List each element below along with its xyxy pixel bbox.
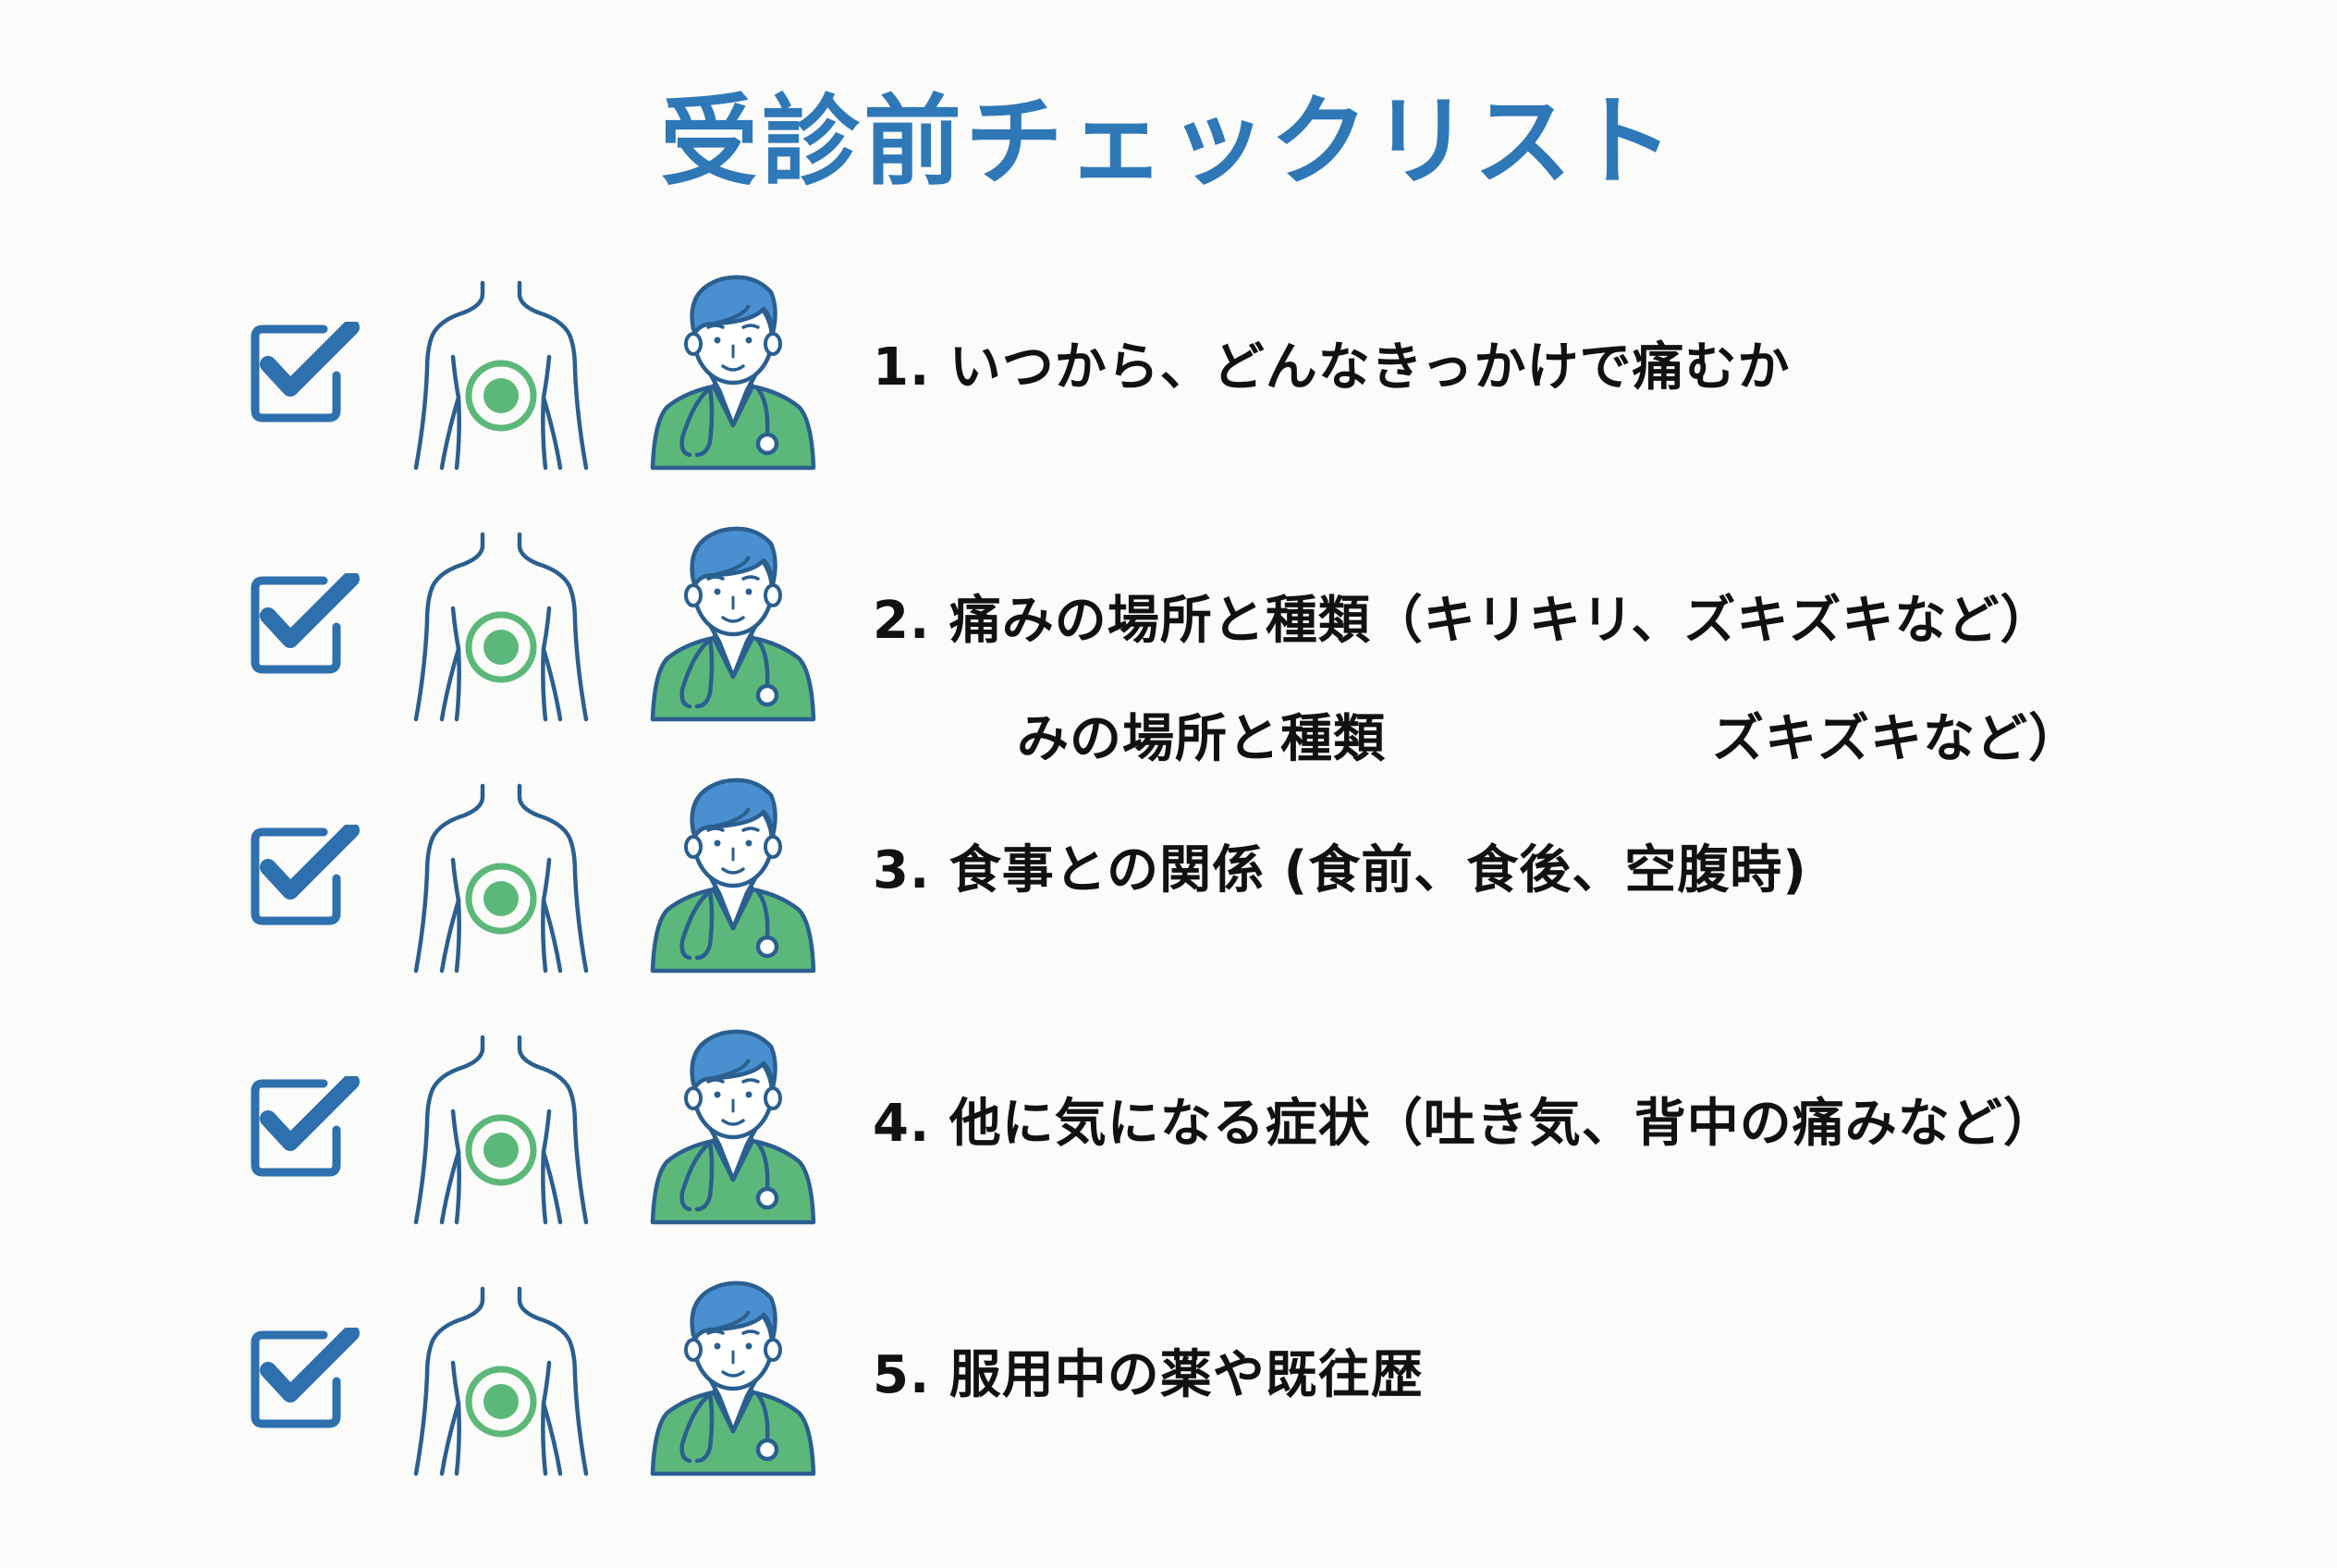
checkbox-checked-icon[interactable] <box>248 1076 364 1180</box>
doctor-icon <box>649 272 817 472</box>
checklist-item-text: 4. 他に気になる症状（吐き気、背中の痛みなど） <box>873 1094 2056 1154</box>
checklist-item-text: 3. 食事との関係 (食前、食後、空腹時) <box>873 840 1807 900</box>
torso-abdomen-icon <box>407 1283 595 1477</box>
checklist-item-text: 2. 痛みの場所と種類（キリキリ、ズキズキなど） <box>873 591 2053 651</box>
checklist-item-4: 4. 他に気になる症状（吐き気、背中の痛みなど） <box>0 998 2337 1250</box>
checkbox-checked-icon[interactable] <box>248 1328 364 1431</box>
torso-abdomen-icon <box>407 277 595 472</box>
checklist-item-1: 1. いつから、どんなきっかけで痛むか <box>0 244 2337 496</box>
checkbox-checked-icon[interactable] <box>248 825 364 928</box>
torso-abdomen-icon <box>407 780 595 974</box>
checklist-item-text: 5. 服用中の薬や既往歴 <box>873 1345 1424 1405</box>
torso-abdomen-icon <box>407 529 595 723</box>
checkbox-checked-icon[interactable] <box>248 573 364 677</box>
checklist-item-3: 3. 食事との関係 (食前、食後、空腹時) <box>0 747 2337 998</box>
page-title: 受診前チェックリスト <box>660 85 1677 199</box>
checklist-item-text: 1. いつから、どんなきっかけで痛むか <box>873 337 1791 398</box>
doctor-icon <box>649 1278 817 1477</box>
torso-abdomen-icon <box>407 1032 595 1226</box>
checklist-item-2: 2. 痛みの場所と種類（キリキリ、ズキズキなど） <box>0 496 2337 747</box>
doctor-icon <box>649 1026 817 1226</box>
checkbox-checked-icon[interactable] <box>248 322 364 425</box>
checklist-item-5: 5. 服用中の薬や既往歴 <box>0 1250 2337 1501</box>
ghost-text-left-fragment: みの場所と種類 <box>1017 709 1386 769</box>
doctor-icon <box>649 523 817 723</box>
doctor-icon <box>649 775 817 974</box>
ghost-text-right-fragment: ズキズキなど） <box>1712 709 2081 769</box>
